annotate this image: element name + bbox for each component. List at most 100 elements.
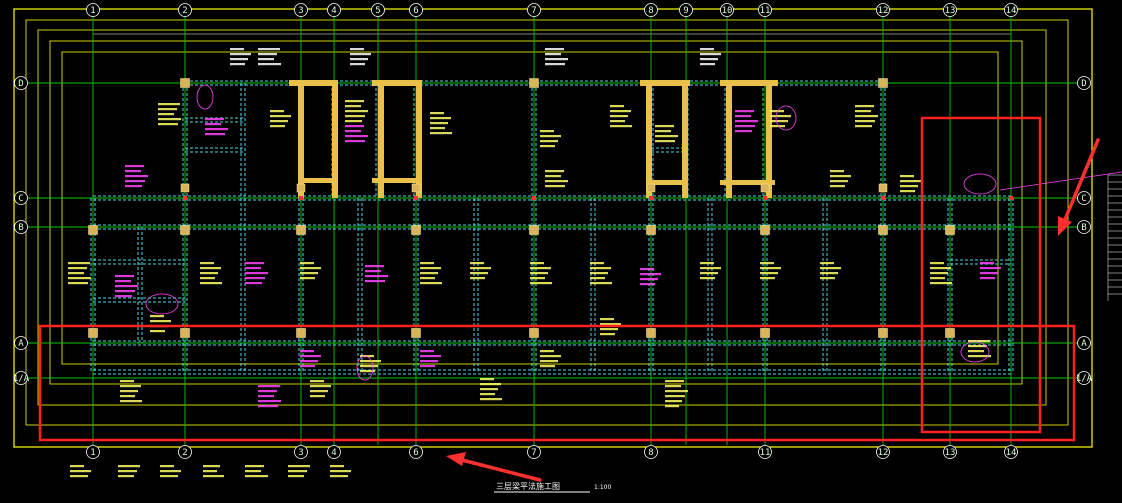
column — [945, 225, 955, 235]
beam-label-text — [258, 400, 281, 403]
beam-label-text — [540, 365, 555, 368]
beam-label-text — [160, 475, 178, 478]
beam-label-text — [245, 267, 261, 270]
beam-label-text — [160, 470, 181, 473]
beam-label-text — [68, 277, 91, 280]
beam-label-text — [203, 465, 220, 468]
axis-bubble-bottom-label: 11 — [760, 448, 771, 458]
beam-label-text — [665, 390, 688, 393]
markup-arrow-shaft — [1062, 138, 1100, 224]
beam-label-text — [300, 272, 318, 275]
beam-label-text — [470, 262, 484, 265]
axis-bubble-left-circle — [14, 220, 28, 234]
axis-bubble-top-circle — [371, 3, 385, 17]
beam-label-text — [200, 272, 218, 275]
axis-bubble-top-label: 5 — [375, 6, 380, 16]
beam-label-text — [258, 53, 277, 56]
beam-label-text — [600, 318, 614, 321]
beam-label-text — [150, 320, 171, 323]
beam-label-text — [245, 262, 264, 265]
beam-label-text — [610, 115, 628, 118]
beam-label-text — [245, 282, 262, 285]
beam-label-text — [345, 125, 364, 128]
beam-label-text — [310, 390, 328, 393]
markup-arrow-head — [1058, 216, 1072, 236]
beam-label-text — [735, 130, 752, 133]
axis-bubble-left-label: A — [18, 339, 24, 349]
beam-label-text — [350, 58, 368, 61]
axis-bubble-top-label: 2 — [182, 6, 187, 16]
beam-label-text — [590, 277, 605, 280]
beam-label-text — [205, 133, 225, 136]
beam-label-text — [760, 277, 775, 280]
beam-label-text — [770, 120, 788, 123]
beam-label-text — [420, 350, 434, 353]
beam-label-text — [590, 262, 604, 265]
axis-bubble-bottom-circle — [644, 445, 658, 459]
beam-annotations — [68, 48, 1122, 478]
beam-label-text — [545, 175, 561, 178]
axis-bubble-top-label: 13 — [945, 6, 956, 16]
beam-label-text — [120, 395, 135, 398]
beam-label-text — [203, 475, 224, 478]
column — [760, 328, 770, 338]
beam-label-text — [420, 355, 441, 358]
beam-label-text — [545, 185, 565, 188]
wall-segment — [298, 80, 304, 198]
axis-bubble-bottom-label: 1 — [90, 448, 95, 458]
axis-bubble-bottom-label: 2 — [182, 448, 187, 458]
beam-label-text — [160, 465, 174, 468]
beam-label-text — [700, 63, 715, 66]
beam-label-text — [655, 140, 675, 143]
column — [646, 183, 656, 193]
beam-label-text — [258, 58, 274, 61]
beam-label-text — [120, 385, 141, 388]
wall-segment — [720, 180, 775, 185]
beam-label-text — [545, 48, 564, 51]
revision-cloud — [196, 84, 214, 110]
beam-label-text — [820, 272, 838, 275]
wall-segment — [720, 80, 778, 86]
beam-label-text — [530, 272, 548, 275]
beam-label-text — [420, 277, 435, 280]
beam-label-text — [118, 470, 137, 473]
beam-label-text — [115, 280, 131, 283]
beam-label-text — [125, 185, 142, 188]
beam-label-text — [365, 265, 384, 268]
beam-label-text — [700, 58, 718, 61]
beam-label-text — [258, 63, 281, 66]
wall-segment — [298, 178, 338, 183]
beam-label-text — [200, 282, 222, 285]
outline-frame — [61, 51, 999, 365]
beam-label-text — [200, 262, 214, 265]
axis-bubble-top-circle — [943, 3, 957, 17]
axis-bubble-bottom-circle — [178, 445, 192, 459]
axis-bubble-top-circle — [527, 3, 541, 17]
column — [88, 328, 98, 338]
beam-label-text — [640, 273, 661, 276]
beam-label-text — [150, 315, 164, 318]
beam-label-text — [345, 105, 361, 108]
axis-bubble-bottom-label: 13 — [945, 448, 956, 458]
beam-label-text — [258, 385, 280, 388]
beam-label-text — [735, 125, 755, 128]
revision-cloud — [960, 341, 990, 363]
axis-bubble-bottom-circle — [943, 445, 957, 459]
axis-bubble-left-circle — [14, 371, 28, 385]
beam-label-text — [258, 48, 280, 51]
beam-label-text — [968, 350, 984, 353]
axis-bubble-bottom-label: 6 — [413, 448, 418, 458]
axis-bubble-top-circle — [294, 3, 308, 17]
beam-label-text — [158, 103, 180, 106]
beam-label-text — [480, 398, 502, 401]
beam-label-text — [540, 140, 558, 143]
beam-label-text — [760, 262, 774, 265]
beam-label-text — [115, 295, 132, 298]
beam-label-text — [830, 170, 844, 173]
markup-arrow-head — [446, 452, 466, 466]
axis-bubble-left-circle — [14, 191, 28, 205]
beam-label-text — [125, 165, 144, 168]
